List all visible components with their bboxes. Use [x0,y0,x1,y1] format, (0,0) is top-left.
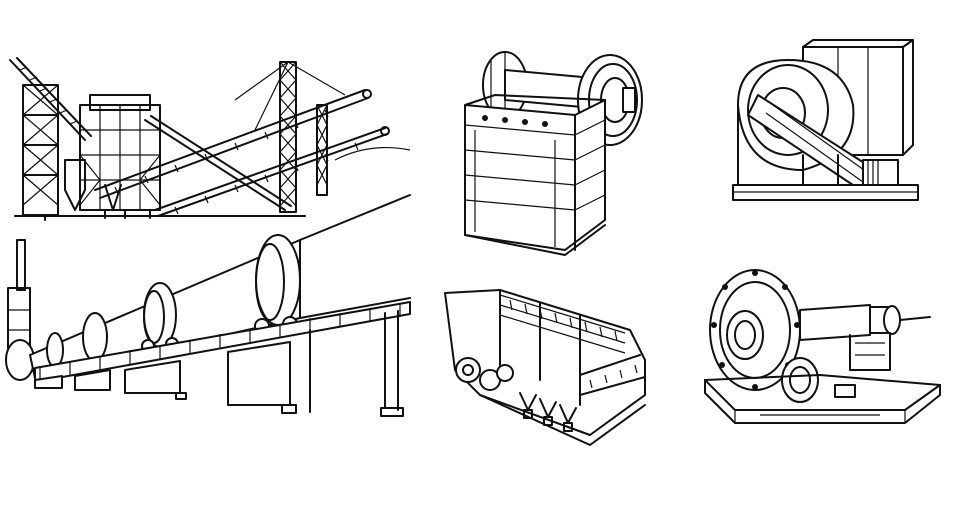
jaw-crusher-icon [455,40,655,265]
centrifugal-fan-icon [718,35,933,215]
vibrating-screen-icon [440,285,660,455]
rotary-kiln-icon [0,190,412,430]
slurry-pump-icon [700,255,945,430]
conveyor-plant-icon [5,50,410,225]
